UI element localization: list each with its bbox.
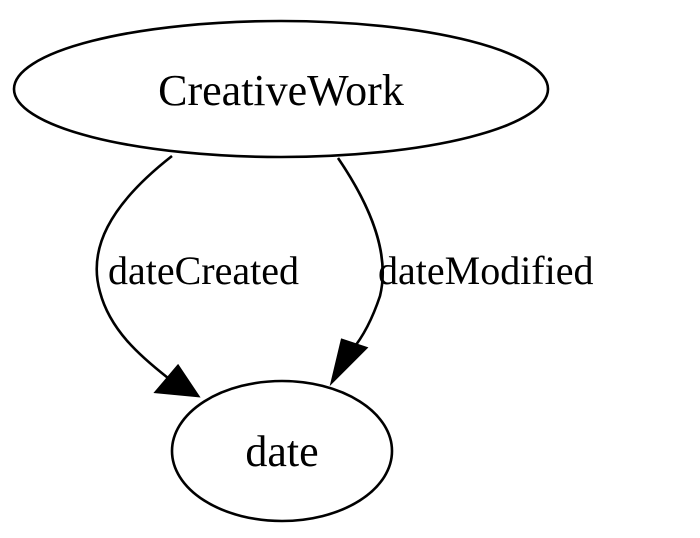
- edge-date-created-arrowhead: [153, 363, 201, 398]
- node-date: date: [170, 379, 394, 523]
- edge-date-created: dateCreated: [95, 154, 299, 398]
- edge-date-modified-arrowhead: [329, 338, 369, 387]
- edge-date-created-label: dateCreated: [108, 248, 299, 293]
- edge-date-modified-label: dateModified: [378, 248, 594, 293]
- node-creative-work-ellipse: [12, 19, 550, 159]
- node-date-ellipse: [170, 379, 394, 523]
- edge-date-modified-path: [336, 157, 384, 351]
- node-date-label: date: [245, 427, 318, 476]
- node-creative-work: CreativeWork: [12, 19, 550, 159]
- node-creative-work-label: CreativeWork: [158, 66, 404, 115]
- edge-date-modified: dateModified: [329, 157, 594, 387]
- edge-date-created-path: [95, 154, 173, 380]
